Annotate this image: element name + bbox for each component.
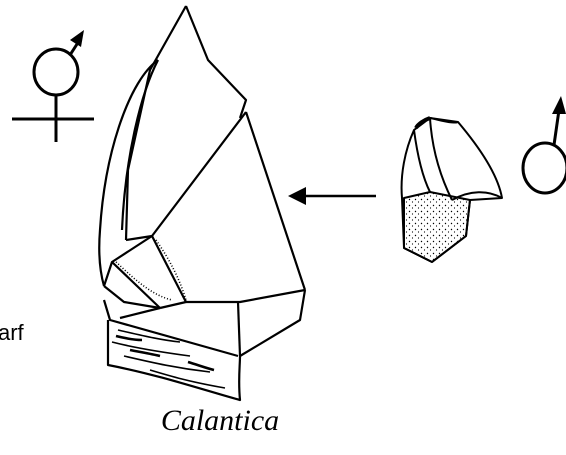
pointer-arrow — [288, 187, 376, 205]
dwarf-male-barnacle — [402, 118, 502, 262]
hermaphrodite-symbol-icon — [12, 30, 94, 142]
figure-caption: Calantica — [140, 404, 300, 438]
calantica-barnacle — [99, 6, 305, 400]
male-symbol-icon — [523, 96, 566, 193]
edge-text-fragment-bottom: arf — [0, 320, 24, 346]
